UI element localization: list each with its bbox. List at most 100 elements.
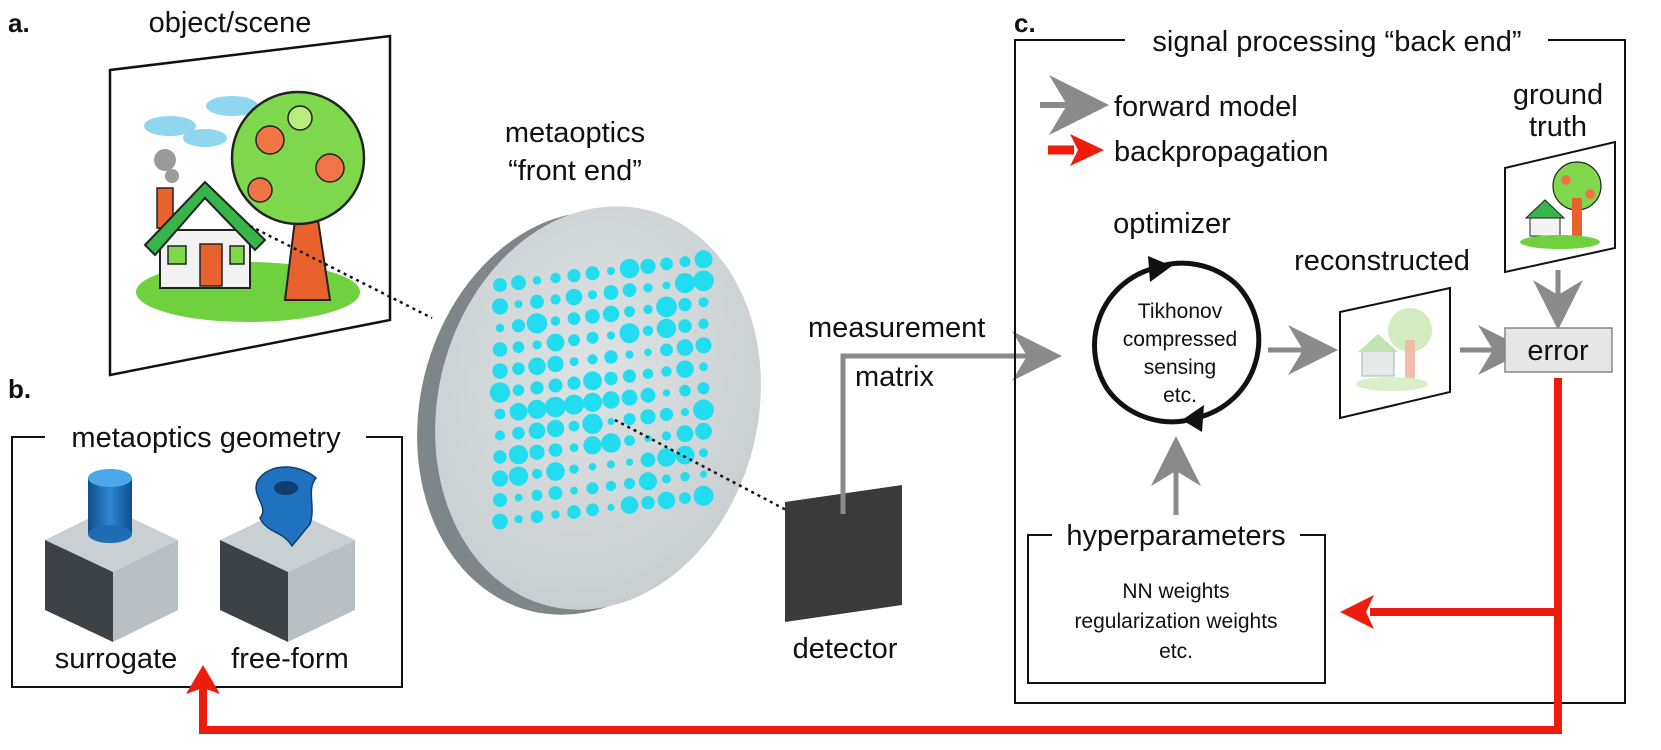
- panel-letter-b: b.: [8, 374, 31, 404]
- metasurface-dot: [602, 305, 620, 323]
- metasurface-dot: [606, 331, 616, 340]
- optimizer-line-3: sensing: [1144, 356, 1216, 379]
- metasurface-dot: [545, 396, 566, 418]
- detector-label: detector: [793, 633, 898, 665]
- metasurface-dot: [607, 267, 615, 275]
- tree-icon: [230, 90, 366, 301]
- metasurface-dot: [511, 275, 526, 291]
- backprop-paths: [186, 378, 1562, 734]
- metasurface-dot: [512, 384, 525, 397]
- metasurface-dot: [586, 503, 599, 517]
- metasurface-dot: [607, 418, 615, 425]
- metasurface-dot: [583, 436, 602, 455]
- free-form-unit-cell: [220, 466, 355, 642]
- metasurface-dot: [567, 269, 581, 283]
- scene-image: [108, 34, 392, 377]
- optimizer-title: optimizer: [1113, 208, 1231, 240]
- reconstructed-title: reconstructed: [1294, 245, 1470, 277]
- metasurface-dot: [489, 382, 511, 403]
- metasurface-dot: [619, 258, 640, 279]
- metasurface-dot: [620, 496, 639, 514]
- back-end-title: signal processing “back end”: [1152, 26, 1521, 58]
- metasurface-dot: [675, 445, 695, 465]
- metasurface-dot: [700, 470, 707, 478]
- metasurface-dot-array: [489, 250, 714, 530]
- metasurface-dot: [621, 389, 638, 406]
- metasurface-dot: [585, 308, 600, 324]
- optimizer-line-2: compressed: [1123, 328, 1237, 351]
- metasurface-dot: [528, 357, 546, 376]
- metasurface-dot: [695, 337, 712, 354]
- metasurface-dot: [492, 363, 508, 379]
- metasurface-dot: [582, 413, 603, 434]
- metasurface-dot: [567, 376, 581, 390]
- metasurface-dot: [530, 510, 544, 524]
- backprop-to-geometry: [199, 378, 1562, 734]
- metasurface-dot: [678, 298, 692, 312]
- metasurface-dot: [527, 399, 547, 419]
- metasurface-dot: [548, 378, 563, 393]
- metasurface-dot: [548, 443, 563, 457]
- metasurface-dot: [583, 392, 602, 412]
- cloud-icon: [144, 96, 258, 147]
- measurement-line2: matrix: [855, 361, 934, 393]
- metasurface-dot: [569, 357, 579, 367]
- metasurface-dot: [622, 369, 637, 383]
- metasurface-dot: [657, 491, 676, 510]
- metasurface-dot: [530, 294, 544, 309]
- metasurface-dot: [528, 422, 546, 440]
- metasurface-dot: [509, 402, 528, 421]
- metasurface-dot: [644, 348, 652, 357]
- metasurface-dot: [491, 298, 509, 315]
- optimizer-line-1: Tikhonov: [1138, 300, 1223, 323]
- panel-letter-a: a.: [8, 8, 30, 38]
- metasurface-dot: [642, 368, 654, 380]
- metasurface-dot: [568, 334, 580, 347]
- metasurface-dot: [550, 294, 561, 305]
- metasurface-dot: [604, 371, 618, 386]
- ray-scene-to-lens: [249, 224, 433, 320]
- metasurface-dot: [514, 300, 523, 309]
- scene-title: object/scene: [149, 7, 312, 39]
- metasurface-dot: [622, 283, 637, 297]
- metasurface-dot: [662, 474, 671, 484]
- metasurface-dot: [679, 256, 691, 268]
- reconstructed-image: [1339, 286, 1451, 420]
- metasurface-dot: [493, 278, 507, 292]
- metasurface-dot: [586, 331, 599, 344]
- legend-backprop-label: backpropagation: [1114, 136, 1328, 168]
- metasurface-dot: [640, 387, 656, 403]
- metasurface-dot: [604, 350, 618, 364]
- metasurface-dot: [680, 471, 690, 482]
- metasurface-dot: [698, 297, 709, 308]
- surrogate-unit-cell: [45, 469, 178, 642]
- panel-letter-c: c.: [1014, 8, 1036, 38]
- metasurface-dot: [699, 362, 708, 372]
- metasurface-dot: [678, 319, 692, 333]
- metasurface-dot: [693, 270, 714, 292]
- free-form-label: free-form: [231, 643, 349, 675]
- metasurface-dot: [641, 496, 655, 510]
- geometry-panel: metaoptics geometry surrogate free-form: [11, 422, 403, 688]
- metasurface-dot: [568, 420, 580, 432]
- metasurface-dot: [508, 466, 529, 486]
- metasurface-dot: [676, 425, 694, 442]
- metasurface-dot: [531, 489, 543, 501]
- metasurface-dot: [495, 430, 505, 441]
- metasurface-lens: [417, 206, 761, 615]
- metasurface-dot: [624, 435, 635, 446]
- metasurface-dot: [693, 399, 714, 421]
- metasurface-dot: [605, 480, 617, 492]
- metasurface-dot: [547, 355, 564, 373]
- error-label: error: [1527, 335, 1589, 367]
- ray-lens-to-detector: [614, 418, 791, 514]
- geometry-title: metaoptics geometry: [71, 422, 341, 454]
- metasurface-dot: [642, 325, 654, 336]
- metasurface-dot: [601, 433, 621, 453]
- metasurface-dot: [586, 482, 599, 495]
- hyper-line-2: regularization weights: [1074, 610, 1277, 633]
- metasurface-dot: [492, 513, 508, 530]
- metasurface-dot: [514, 515, 523, 524]
- metasurface-dot: [661, 366, 672, 377]
